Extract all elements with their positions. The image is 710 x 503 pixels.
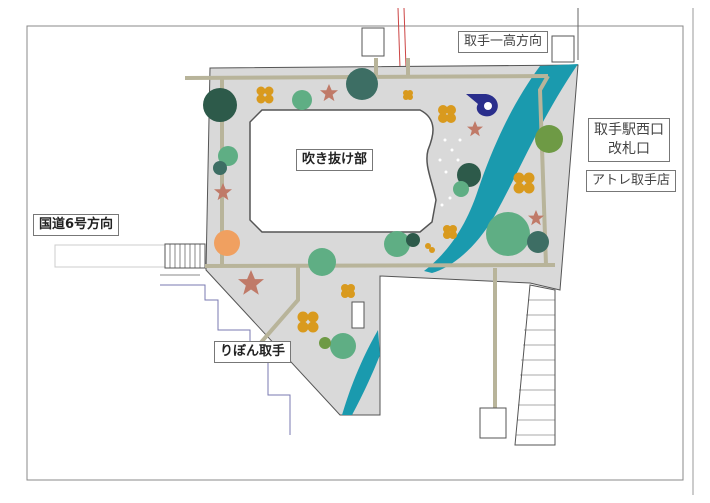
kiosk-right	[551, 35, 575, 63]
label-ticket-gate: 改札口	[608, 141, 650, 157]
label-atre: アトレ取手店	[586, 170, 677, 192]
trees	[203, 68, 563, 359]
label-ribbon-toride: りぼん取手	[214, 341, 292, 363]
label-station-west-gate: 取手駅西口 改札口	[588, 118, 670, 162]
label-toride-ichiko: 取手一高方向	[458, 31, 549, 53]
bench	[351, 301, 365, 329]
map-border	[26, 25, 684, 481]
stairs-left	[54, 243, 206, 269]
boundary-line	[397, 7, 401, 69]
boundary-line	[403, 7, 407, 69]
kiosk-bottom	[479, 407, 507, 439]
water-feature-lower	[342, 330, 380, 415]
label-route6: 国道6号方向	[33, 214, 120, 236]
building-outline	[160, 284, 291, 435]
stairs-right	[514, 284, 556, 446]
kiosk-top	[361, 27, 385, 57]
flower-decorations	[256, 86, 535, 333]
label-atrium: 吹き抜け部	[296, 149, 374, 171]
label-station-west: 取手駅西口	[594, 122, 664, 138]
light-dots	[438, 138, 462, 207]
star-decorations	[214, 84, 544, 295]
city-emblem-icon	[466, 94, 498, 117]
atrium-void	[249, 109, 437, 233]
